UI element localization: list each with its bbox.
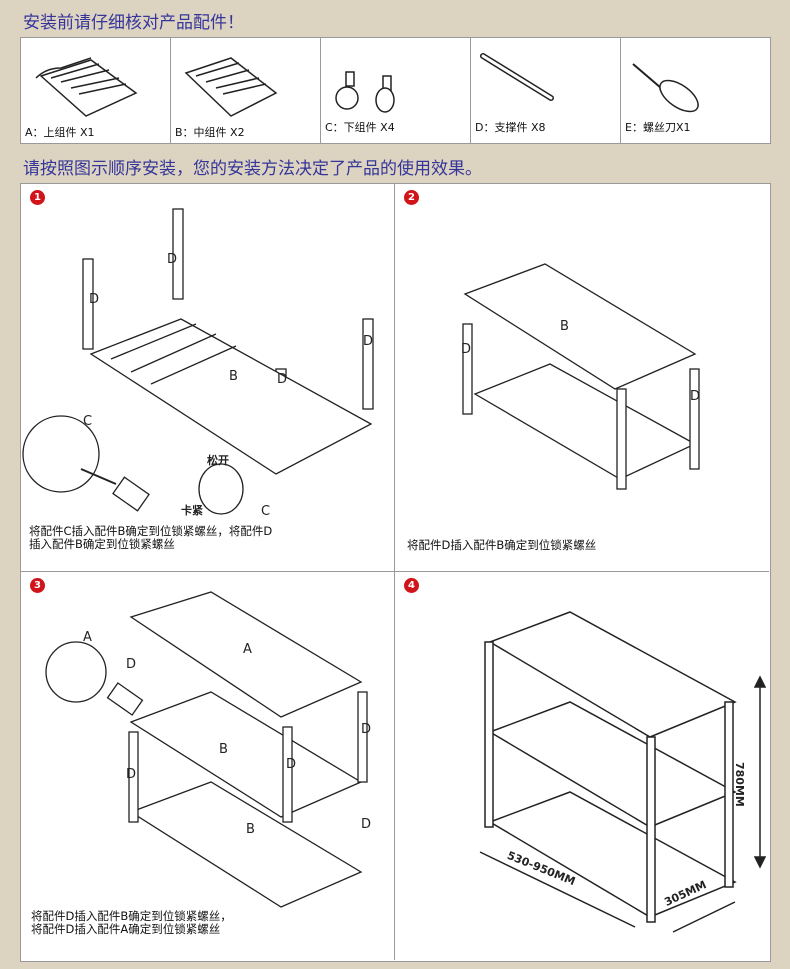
part-label-d: D bbox=[126, 767, 137, 782]
step-3: 3 A D B D D D B A D 将配件D插入配件B确定到位锁紧螺丝， 将… bbox=[21, 572, 395, 960]
part-d: D：支撑件 X8 bbox=[471, 38, 621, 143]
part-b: B：中组件 X2 bbox=[171, 38, 321, 143]
part-label-b: B bbox=[560, 319, 569, 334]
part-label: E：螺丝刀X1 bbox=[625, 121, 691, 134]
part-c: C：下组件 X4 bbox=[321, 38, 471, 143]
step-caption: 将配件C插入配件B确定到位锁紧螺丝，将配件D 插入配件B确定到位锁紧螺丝 bbox=[29, 524, 273, 551]
part-label: A：上组件 X1 bbox=[25, 126, 95, 139]
middle-shelf-icon bbox=[184, 57, 278, 117]
assembly-steps: 1 D D D D B C C 松开 卡紧 将配件C插入配件B确定到位锁紧螺丝，… bbox=[20, 183, 771, 962]
part-label: B：中组件 X2 bbox=[175, 126, 245, 139]
part-label-d: D bbox=[361, 722, 372, 737]
part-a: A：上组件 X1 bbox=[21, 38, 171, 143]
part-label-d: D bbox=[286, 757, 297, 772]
part-label-a: A bbox=[83, 630, 92, 645]
header-title: 安装前请仔细核对产品配件！ bbox=[23, 13, 244, 33]
step-number-badge: 1 bbox=[30, 190, 45, 205]
step-number-badge: 4 bbox=[404, 578, 419, 593]
step-3-diagram bbox=[45, 591, 368, 908]
step-2: 2 B D D 将配件D插入配件B确定到位锁紧螺丝 bbox=[395, 184, 769, 572]
step-2-diagram bbox=[462, 263, 700, 490]
part-label: C：下组件 X4 bbox=[325, 121, 395, 134]
screwdriver-icon bbox=[632, 63, 699, 113]
part-label-c: C bbox=[261, 504, 271, 519]
step-1: 1 D D D D B C C 松开 卡紧 将配件C插入配件B确定到位锁紧螺丝，… bbox=[21, 184, 395, 572]
part-label-d: D bbox=[461, 342, 472, 357]
step-number-badge: 2 bbox=[404, 190, 419, 205]
part-label-b: B bbox=[246, 822, 255, 837]
part-label: D：支撑件 X8 bbox=[475, 121, 546, 134]
step-caption: 将配件D插入配件B确定到位锁紧螺丝， 将配件D插入配件A确定到位锁紧螺丝 bbox=[31, 909, 232, 936]
parts-list: A：上组件 X1 B：中组件 X2 C：下组件 X4 D：支撑件 X8 E：螺丝… bbox=[20, 37, 771, 144]
part-label-d: D bbox=[167, 252, 178, 267]
support-rod-icon bbox=[480, 53, 554, 101]
part-label-c: C bbox=[83, 414, 93, 429]
top-shelf-icon bbox=[35, 57, 138, 117]
part-label-d: D bbox=[690, 389, 701, 404]
loosen-label: 松开 bbox=[207, 454, 229, 467]
caster-wheel-icon bbox=[335, 71, 395, 113]
step-4: 4 780MM 530-950MM 305MM bbox=[395, 572, 769, 960]
part-label-d: D bbox=[89, 292, 100, 307]
step-caption: 将配件D插入配件B确定到位锁紧螺丝 bbox=[407, 538, 597, 552]
step-4-diagram bbox=[479, 611, 767, 933]
part-label-a: A bbox=[243, 642, 252, 657]
step-1-diagram bbox=[22, 208, 374, 515]
part-label-d: D bbox=[277, 372, 288, 387]
part-label-d: D bbox=[126, 657, 137, 672]
part-label-d: D bbox=[363, 334, 374, 349]
header-subtitle: 请按照图示顺序安装，您的安装方法决定了产品的使用效果。 bbox=[23, 159, 482, 179]
tighten-label: 卡紧 bbox=[181, 504, 203, 517]
part-label-b: B bbox=[219, 742, 228, 757]
part-label-d: D bbox=[361, 817, 372, 832]
step-number-badge: 3 bbox=[30, 578, 45, 593]
height-dimension: 780MM bbox=[733, 762, 746, 807]
part-label-b: B bbox=[229, 369, 238, 384]
part-e: E：螺丝刀X1 bbox=[621, 38, 770, 143]
